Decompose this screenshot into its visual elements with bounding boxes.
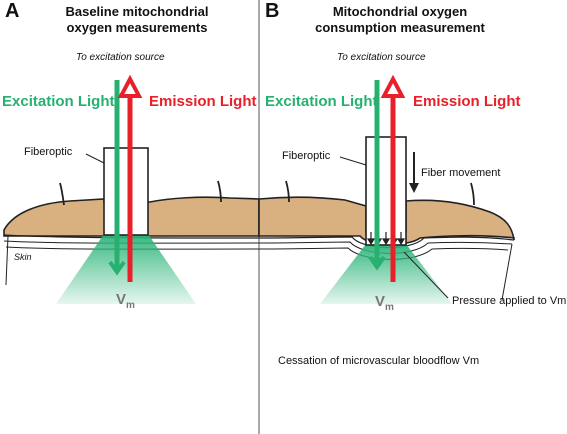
panel-a-diagram [3, 74, 260, 304]
fiber-movement-arrowhead [409, 183, 419, 193]
fiberoptic-leader-a [85, 153, 105, 164]
panel-a-title-line2: oxygen measurements [66, 20, 208, 35]
vm-glow-a [56, 234, 196, 304]
panel-b-diagram [258, 74, 515, 304]
emission-arrowhead-b [380, 74, 406, 98]
panel-a-title-line1: Baseline mitochondrial [65, 4, 209, 19]
panel-a-letter: A [5, 0, 20, 22]
hair-b1 [285, 180, 290, 203]
panel-a-excitation-label: Excitation Light [2, 93, 115, 110]
skin-label: Skin [14, 252, 32, 262]
vm-glow-b [320, 244, 452, 304]
panel-a-vm-label: Vm [116, 291, 135, 311]
panel-a-fiberoptic-label: Fiberoptic [24, 146, 73, 158]
cessation-label: Cessation of microvascular bloodflow Vm [278, 355, 480, 367]
panel-b-letter: B [265, 0, 280, 22]
panel-b-excitation-label: Excitation Light [265, 93, 378, 110]
panel-b-title-line2: consumption measurement [315, 20, 485, 35]
skin-layer-a4 [5, 235, 9, 286]
emission-arrowhead-a [117, 74, 143, 98]
excitation-arrowhead-b [368, 255, 386, 271]
fiberoptic-a [103, 147, 149, 236]
panel-b-title-line1: Mitochondrial oxygen [332, 4, 468, 19]
fiber-movement-label: Fiber movement [421, 167, 501, 179]
panel-b-source-label: To excitation source [337, 52, 426, 63]
hair-b2 [470, 182, 475, 206]
pressure-leader [403, 251, 449, 299]
excitation-arrowhead-a [108, 260, 126, 276]
panel-b-fiberoptic-label: Fiberoptic [282, 150, 331, 162]
fiberoptic-b [365, 136, 407, 246]
panel-a-emission-label: Emission Light [149, 93, 257, 110]
panel-b-emission-label: Emission Light [413, 93, 521, 110]
pressure-label: Pressure applied to Vm [452, 295, 567, 307]
panel-a-source-label: To excitation source [76, 52, 165, 63]
hair-a2 [217, 180, 222, 203]
hair-a1 [59, 182, 65, 206]
panel-b-vm-label: Vm [375, 293, 394, 313]
skin-layer-b4 [501, 243, 513, 301]
fiberoptic-leader-b [339, 156, 367, 166]
